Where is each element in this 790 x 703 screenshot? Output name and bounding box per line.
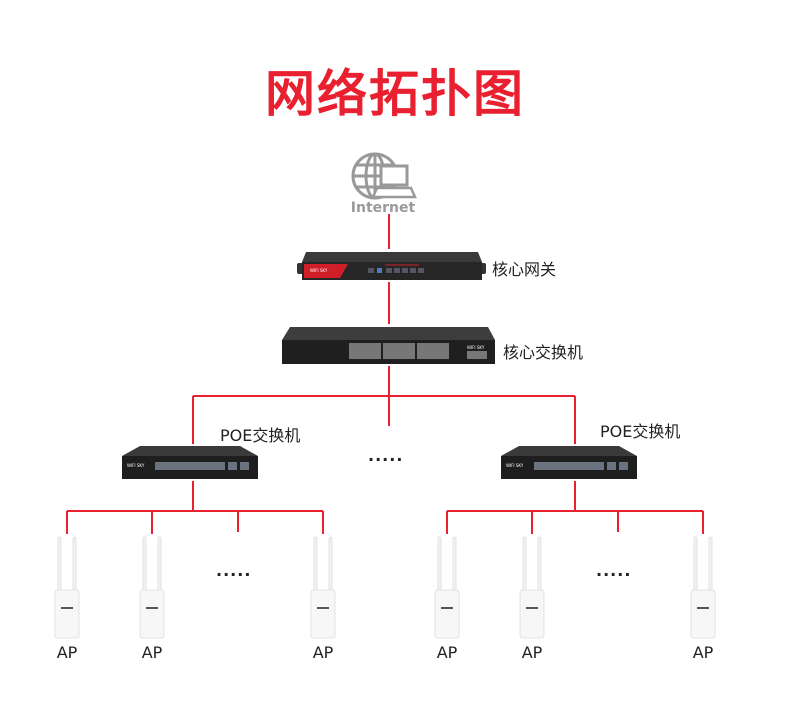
links xyxy=(66,214,704,534)
poe-switch-device-left: WIFI SKY xyxy=(122,446,258,479)
ap-label: AP xyxy=(141,643,163,662)
core-switch-label: 核心交换机 xyxy=(503,343,584,362)
core-switch-device: WIFI SKY xyxy=(282,327,495,364)
access-point-device xyxy=(310,536,336,639)
access-point-device xyxy=(519,536,545,639)
ap-label: AP xyxy=(692,643,714,662)
internet-label: Internet xyxy=(351,200,416,216)
switch-ports xyxy=(349,343,487,359)
poe-switch-logo: WIFI SKY xyxy=(127,463,145,468)
gateway-label: 核心网关 xyxy=(492,260,557,279)
ellipsis: ····· xyxy=(216,565,252,584)
globe-laptop-icon: Internet xyxy=(351,152,417,216)
access-point-device xyxy=(690,536,716,639)
gateway-logo: WIFI SKY xyxy=(310,268,328,273)
ap-label: AP xyxy=(521,643,543,662)
poe-switch-label: POE交换机 xyxy=(220,426,301,445)
core-switch-logo: WIFI SKY xyxy=(467,345,485,350)
ap-label: AP xyxy=(436,643,458,662)
core-gateway-device: WIFI SKY xyxy=(297,252,486,280)
ellipsis: ····· xyxy=(368,450,404,469)
ellipsis: ····· xyxy=(596,565,632,584)
poe-switch-device-right: WIFI SKY xyxy=(501,446,637,479)
page-title: 网络拓扑图 xyxy=(265,65,525,123)
access-point-device xyxy=(434,536,460,639)
access-point-device xyxy=(139,536,165,639)
poe-switch-label: POE交换机 xyxy=(600,422,681,441)
ap-label: AP xyxy=(312,643,334,662)
access-points xyxy=(54,536,716,639)
poe-switch-logo: WIFI SKY xyxy=(506,463,524,468)
ap-label: AP xyxy=(56,643,78,662)
access-point-device xyxy=(54,536,80,639)
